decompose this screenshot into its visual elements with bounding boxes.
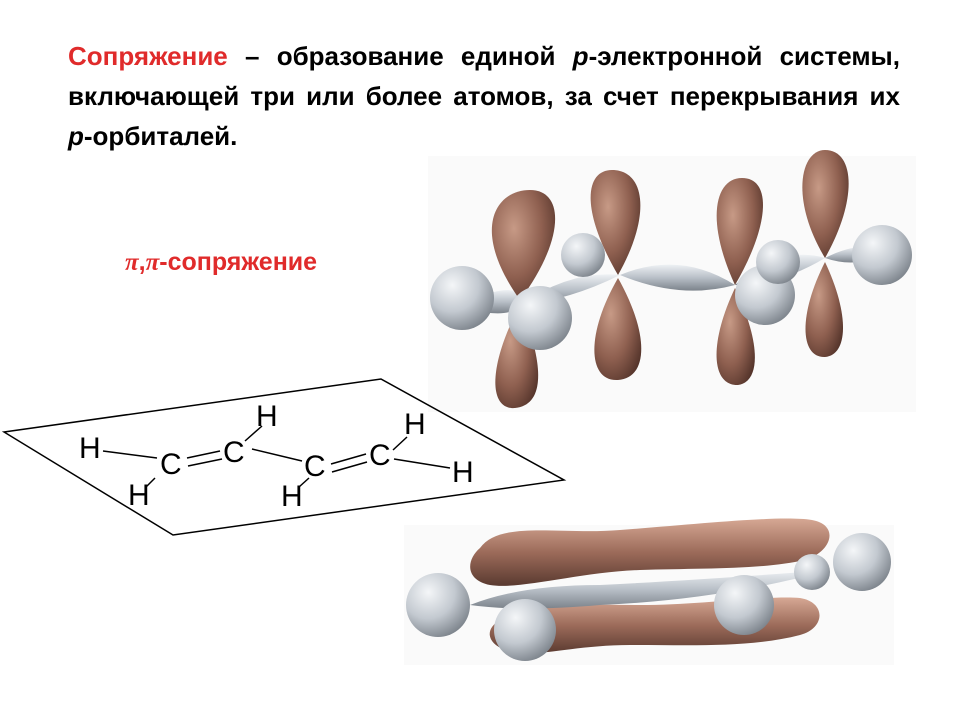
atom-h-left: H [79,432,101,465]
atom-h-left-bottom: H [128,479,150,512]
hydrogen-atoms-upper-model [430,225,912,350]
atom-h-c3-bottom: H [281,480,303,513]
p-orbital-model [428,150,916,412]
label-text: -сопряжение [159,248,318,276]
term-conjugation: Сопряжение [68,41,228,71]
atom-h-right: H [452,456,474,489]
p-letter-1: р [572,41,589,71]
definition-text: Сопряжение – образование единой р-электр… [68,36,900,156]
pi-symbol-1: π [125,249,139,276]
atom-c4: C [369,439,391,472]
hydrogen-atoms-lower-model [406,533,891,661]
pi-pi-conjugation-label: π,π-сопряжение [125,248,317,277]
orbital-lobes-upper [491,150,849,300]
definition-part-2: -электронной системы, включающей три или… [68,41,900,111]
pi-symbol-2: π [145,249,160,276]
atom-c1: C [160,448,182,481]
atom-h-c4-top: H [404,408,426,441]
definition-part-3: -орбиталей. [83,121,238,151]
atom-h-c2-top: H [256,400,278,433]
label-comma: , [138,248,146,276]
delocalized-pi-model [404,518,894,665]
butadiene-structure: H H C C H C H C H H [1,378,567,536]
atom-c3: C [304,450,326,483]
structure-bonds [102,425,451,489]
orbital-lobes-lower [495,262,844,409]
molecular-plane [1,378,567,536]
p-letter-2: р [68,121,84,151]
pi-cloud-upper [470,518,830,586]
definition-part-1: – образование единой [227,41,573,71]
atom-c2: C [223,436,245,469]
